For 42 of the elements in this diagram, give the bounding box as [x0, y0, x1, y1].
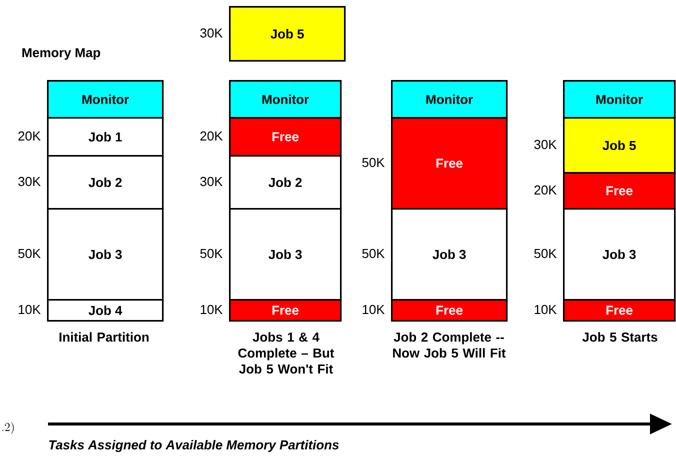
job-segment: Job 2 — [229, 155, 342, 210]
size-label: 30K — [200, 28, 223, 38]
size-label: 30K — [534, 140, 557, 150]
job-segment: Job 5 — [563, 117, 676, 174]
size-label: 20K — [18, 131, 41, 141]
column-caption: Initial Partition — [60, 332, 149, 342]
column-caption: Job 5 Starts — [582, 332, 658, 342]
job-segment: Job 1 — [47, 117, 164, 157]
free-segment: Free — [563, 172, 676, 210]
size-label: 10K — [534, 304, 557, 314]
size-label: 30K — [18, 176, 41, 186]
column-caption: Job 2 Complete -- Now Job 5 Will Fit — [393, 332, 506, 358]
monitor-segment: Monitor — [47, 80, 164, 119]
job-segment: Job 4 — [47, 299, 164, 322]
size-label: 50K — [200, 248, 223, 258]
size-label: 50K — [362, 248, 385, 258]
free-segment: Free — [391, 299, 508, 322]
size-label: 50K — [362, 158, 385, 168]
job-segment: Job 5 — [229, 6, 346, 62]
free-segment: Free — [563, 299, 676, 322]
caption: Tasks Assigned to Available Memory Partitions — [49, 440, 339, 452]
job-segment: Job 3 — [229, 208, 342, 301]
size-label: 20K — [200, 131, 223, 141]
size-label: 30K — [200, 176, 223, 186]
free-segment: Free — [229, 299, 342, 322]
size-label: 10K — [362, 304, 385, 314]
heading: Memory Map — [22, 48, 100, 60]
size-label: 10K — [200, 304, 223, 314]
size-label: 50K — [534, 248, 557, 258]
free-segment: Free — [391, 117, 508, 210]
size-label: 50K — [18, 248, 41, 258]
monitor-segment: Monitor — [563, 80, 676, 119]
size-label: 20K — [534, 185, 557, 195]
job-segment: Job 3 — [563, 208, 676, 301]
monitor-segment: Monitor — [229, 80, 342, 119]
column-caption: Jobs 1 & 4 Complete – But Job 5 Won't Fit — [238, 332, 334, 374]
free-segment: Free — [229, 117, 342, 157]
job-segment: Job 3 — [391, 208, 508, 301]
monitor-segment: Monitor — [391, 80, 508, 119]
size-label: 10K — [18, 304, 41, 314]
text-fragment: .2) — [2, 422, 14, 434]
job-segment: Job 2 — [47, 155, 164, 210]
